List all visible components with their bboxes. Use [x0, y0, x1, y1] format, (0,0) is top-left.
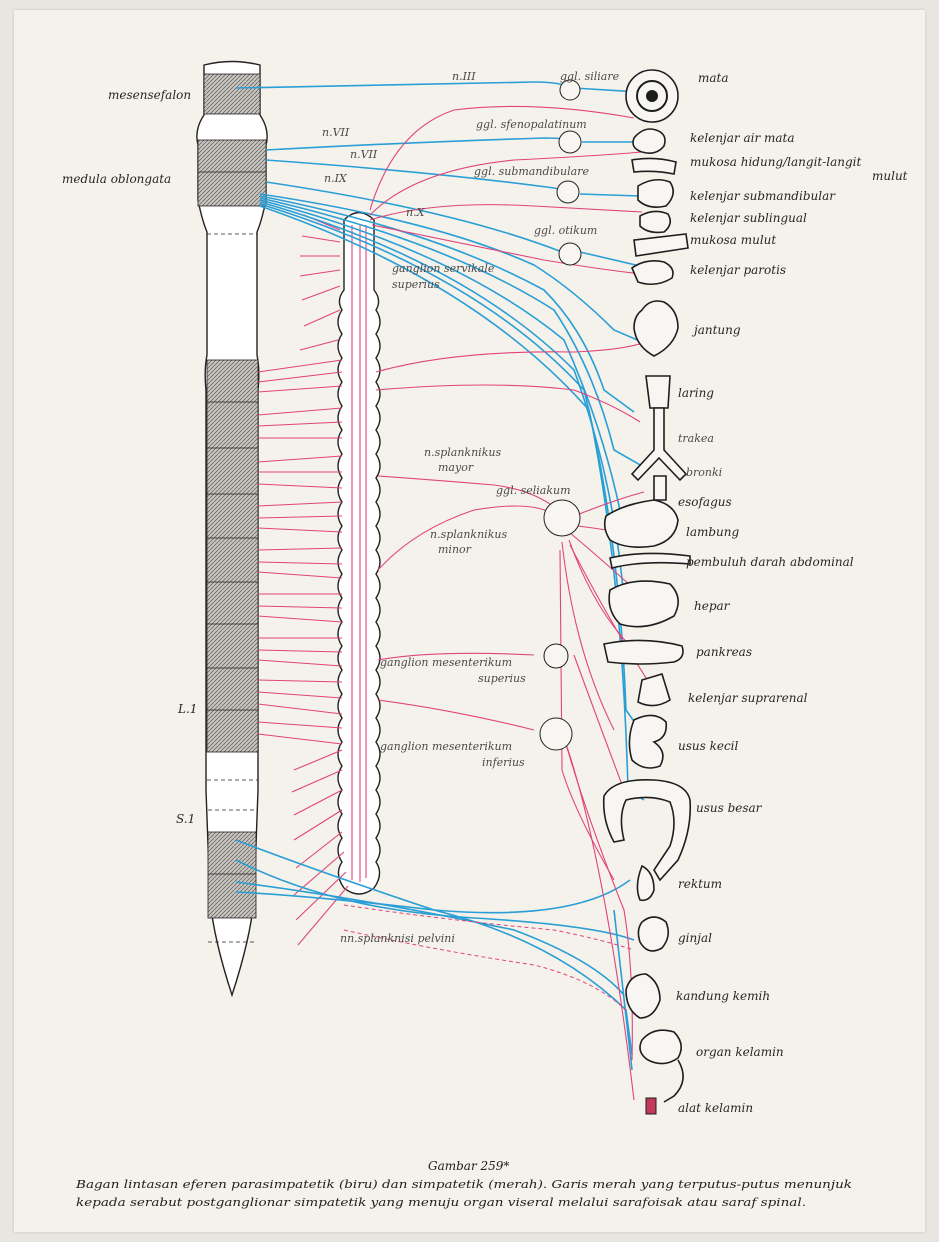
- label-l1: L.1: [177, 702, 197, 716]
- label-mesensefalon: mesensefalon: [108, 88, 191, 102]
- label-organ-kelamin: organ kelamin: [696, 1045, 784, 1059]
- pelvic-parasympathetic-pathways: [236, 840, 634, 1070]
- label-n9: n.IX: [324, 172, 348, 185]
- mesencephalon-segment: [204, 74, 260, 114]
- submandibular-gland-organ: [638, 180, 673, 207]
- sympathetic-postganglionic-pathways: [344, 106, 654, 1100]
- label-spl-minor-2: minor: [438, 543, 472, 556]
- sympathetic-preganglionic-rays: [258, 360, 342, 744]
- parotid-gland-organ: [632, 261, 673, 284]
- reproductive-organ: [640, 1030, 681, 1063]
- caption-line-1: Bagan lintasan eferen parasimpatetik (bi…: [75, 1177, 852, 1191]
- label-servikal-2: superius: [392, 278, 440, 291]
- sympathetic-trunk: [338, 213, 380, 895]
- pancreas-organ: [604, 640, 683, 664]
- label-mukosa-2: mulut: [872, 169, 908, 183]
- organs: [604, 70, 691, 1114]
- label-ginjal: ginjal: [678, 931, 712, 945]
- nasal-mucosa-organ: [632, 158, 676, 174]
- label-servikal-1: ganglion servikale: [392, 262, 495, 275]
- label-submandibular: kelenjar submandibular: [690, 189, 836, 203]
- label-usus-kecil: usus kecil: [678, 739, 739, 753]
- abdominal-vessel-organ: [610, 553, 690, 568]
- label-n7b: n.VII: [350, 148, 378, 161]
- label-mes-sup-1: ganglion mesenterikum: [380, 656, 512, 669]
- label-ggl-sfenopalatinum: ggl. sfenopalatinum: [476, 118, 587, 131]
- label-parotis: kelenjar parotis: [690, 263, 786, 277]
- label-s1: S.1: [176, 812, 195, 826]
- label-sublingual: kelenjar sublingual: [690, 211, 807, 225]
- sublingual-gland-organ: [640, 211, 670, 232]
- label-suprarenal: kelenjar suprarenal: [688, 691, 808, 705]
- autonomic-nervous-system-diagram: mesensefalon medula oblongata L.1 S.1 n.…: [14, 10, 925, 1232]
- larynx-organ: [646, 376, 670, 408]
- small-intestine-organ: [629, 715, 666, 768]
- label-ggl-submandibulare: ggl. submandibulare: [474, 165, 589, 178]
- external-genitalia-organ: [646, 1098, 656, 1114]
- label-mes-inf-2: inferius: [482, 756, 525, 769]
- label-n3: n.III: [452, 70, 476, 83]
- rectum-organ: [637, 866, 654, 900]
- label-mukosa-mulut: mukosa mulut: [690, 233, 776, 247]
- label-kandung-kemih: kandung kemih: [676, 989, 770, 1003]
- label-spl-mayor-1: n.splanknikus: [424, 446, 501, 459]
- label-spl-minor-1: n.splanknikus: [430, 528, 507, 541]
- label-ggl-otikum: ggl. otikum: [534, 224, 597, 237]
- label-mes-sup-2: superius: [478, 672, 526, 685]
- bladder-organ: [626, 974, 660, 1018]
- adrenal-gland-organ: [638, 674, 670, 706]
- label-alat-kelamin: alat kelamin: [678, 1101, 753, 1115]
- esophagus-organ: [654, 476, 666, 500]
- spinal-cord: [197, 62, 267, 996]
- label-mata: mata: [698, 71, 729, 85]
- eye-organ: [626, 70, 678, 122]
- label-mes-inf-1: ganglion mesenterikum: [380, 740, 512, 753]
- label-pembuluh: pembuluh darah abdominal: [686, 555, 854, 569]
- label-pelvini: nn.splanknisi pelvini: [340, 932, 455, 945]
- stomach-organ: [605, 500, 678, 547]
- oral-mucosa-organ: [634, 234, 688, 256]
- label-ggl-siliare: ggl. siliare: [560, 70, 620, 83]
- label-bronki: bronki: [686, 466, 722, 479]
- caption-title: Gambar 259*: [428, 1159, 509, 1173]
- label-usus-besar: usus besar: [696, 801, 763, 815]
- label-air-mata: kelenjar air mata: [690, 131, 795, 145]
- label-hepar: hepar: [694, 599, 731, 613]
- label-esofagus: esofagus: [678, 495, 732, 509]
- label-mukosa-1: mukosa hidung/langit-langit: [690, 155, 862, 169]
- medulla-segment: [198, 140, 266, 206]
- label-pankreas: pankreas: [696, 645, 752, 659]
- label-medula-oblongata: medula oblongata: [62, 172, 171, 186]
- lacrimal-gland-organ: [633, 129, 665, 153]
- label-laring: laring: [678, 386, 714, 400]
- cranial-parasympathetic-pathways: [236, 82, 644, 800]
- label-n7a: n.VII: [322, 126, 350, 139]
- book-page: mesensefalon medula oblongata L.1 S.1 n.…: [14, 10, 925, 1232]
- label-n10: n.X: [406, 206, 426, 219]
- liver-organ: [609, 581, 678, 627]
- large-intestine-organ: [604, 780, 691, 880]
- label-jantung: jantung: [691, 323, 741, 337]
- thoracolumbar-segments: [207, 360, 258, 752]
- kidney-organ: [638, 917, 668, 951]
- label-lambung: lambung: [686, 525, 740, 539]
- ganglia: [540, 80, 581, 750]
- label-trakea: trakea: [678, 432, 714, 445]
- label-spl-mayor-2: mayor: [438, 461, 474, 474]
- label-ggl-seliakum: ggl. seliakum: [496, 484, 571, 497]
- heart-organ: [634, 301, 678, 356]
- caption-line-2: kepada serabut postganglionar simpatetik…: [76, 1195, 806, 1209]
- label-rektum: rektum: [678, 877, 722, 891]
